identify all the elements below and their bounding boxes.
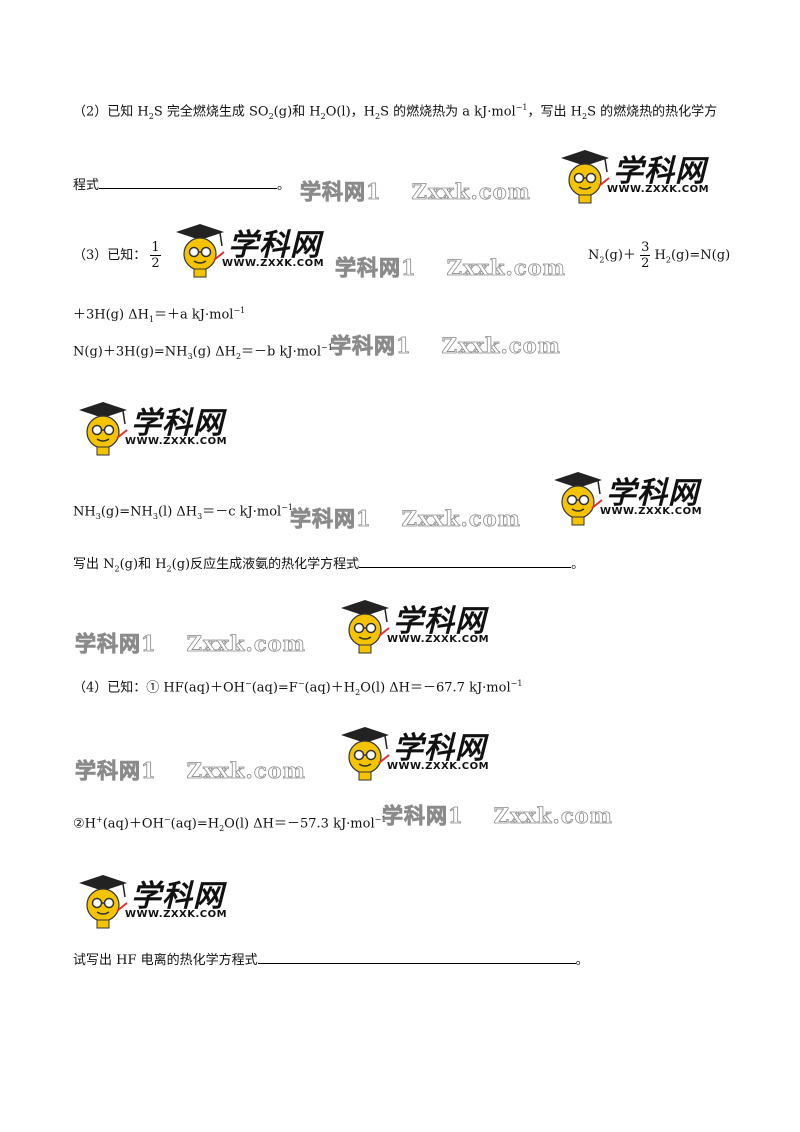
q4-line2: ②H+(aq)＋OH−(aq)=H2O(l) ΔH＝－57.3 kJ·mol−1 [73,815,387,833]
q3-ask: 写出 N2(g)和 H2(g)反应生成液氨的热化学方程式。 [73,555,585,574]
q2-line1: （2）已知 H2S 完全燃烧生成 SO2(g)和 H2O(l)，H2S 的燃烧热… [73,103,718,121]
answer-blank-q3[interactable] [359,555,572,568]
q3-line4: NH3(g)=NH3(l) ΔH3＝－c kJ·mol−1 [73,503,293,521]
mascot-icon [79,402,128,456]
answer-blank-q4[interactable] [257,951,576,964]
answer-blank-q2[interactable] [99,176,278,189]
q2-line2: 程式。 [73,176,291,193]
mascot-icon [554,472,603,526]
mascot-icon [79,875,128,929]
mascot-icon [341,727,390,781]
q4-line1: （4）已知：① HF(aq)＋OH−(aq)=F−(aq)＋H2O(l) ΔH＝… [73,679,523,697]
q4-ask: 试写出 HF 电离的热化学方程式。 [73,951,589,968]
mascot-icon [176,224,225,278]
q3-line2: ＋3H(g) ΔH1＝＋a kJ·mol−1 [73,306,246,324]
mascot-icon [341,600,390,654]
q3-line3: N(g)＋3H(g)=NH3(g) ΔH2＝－b kJ·mol−1 [73,343,333,361]
mascot-icon [561,150,610,204]
